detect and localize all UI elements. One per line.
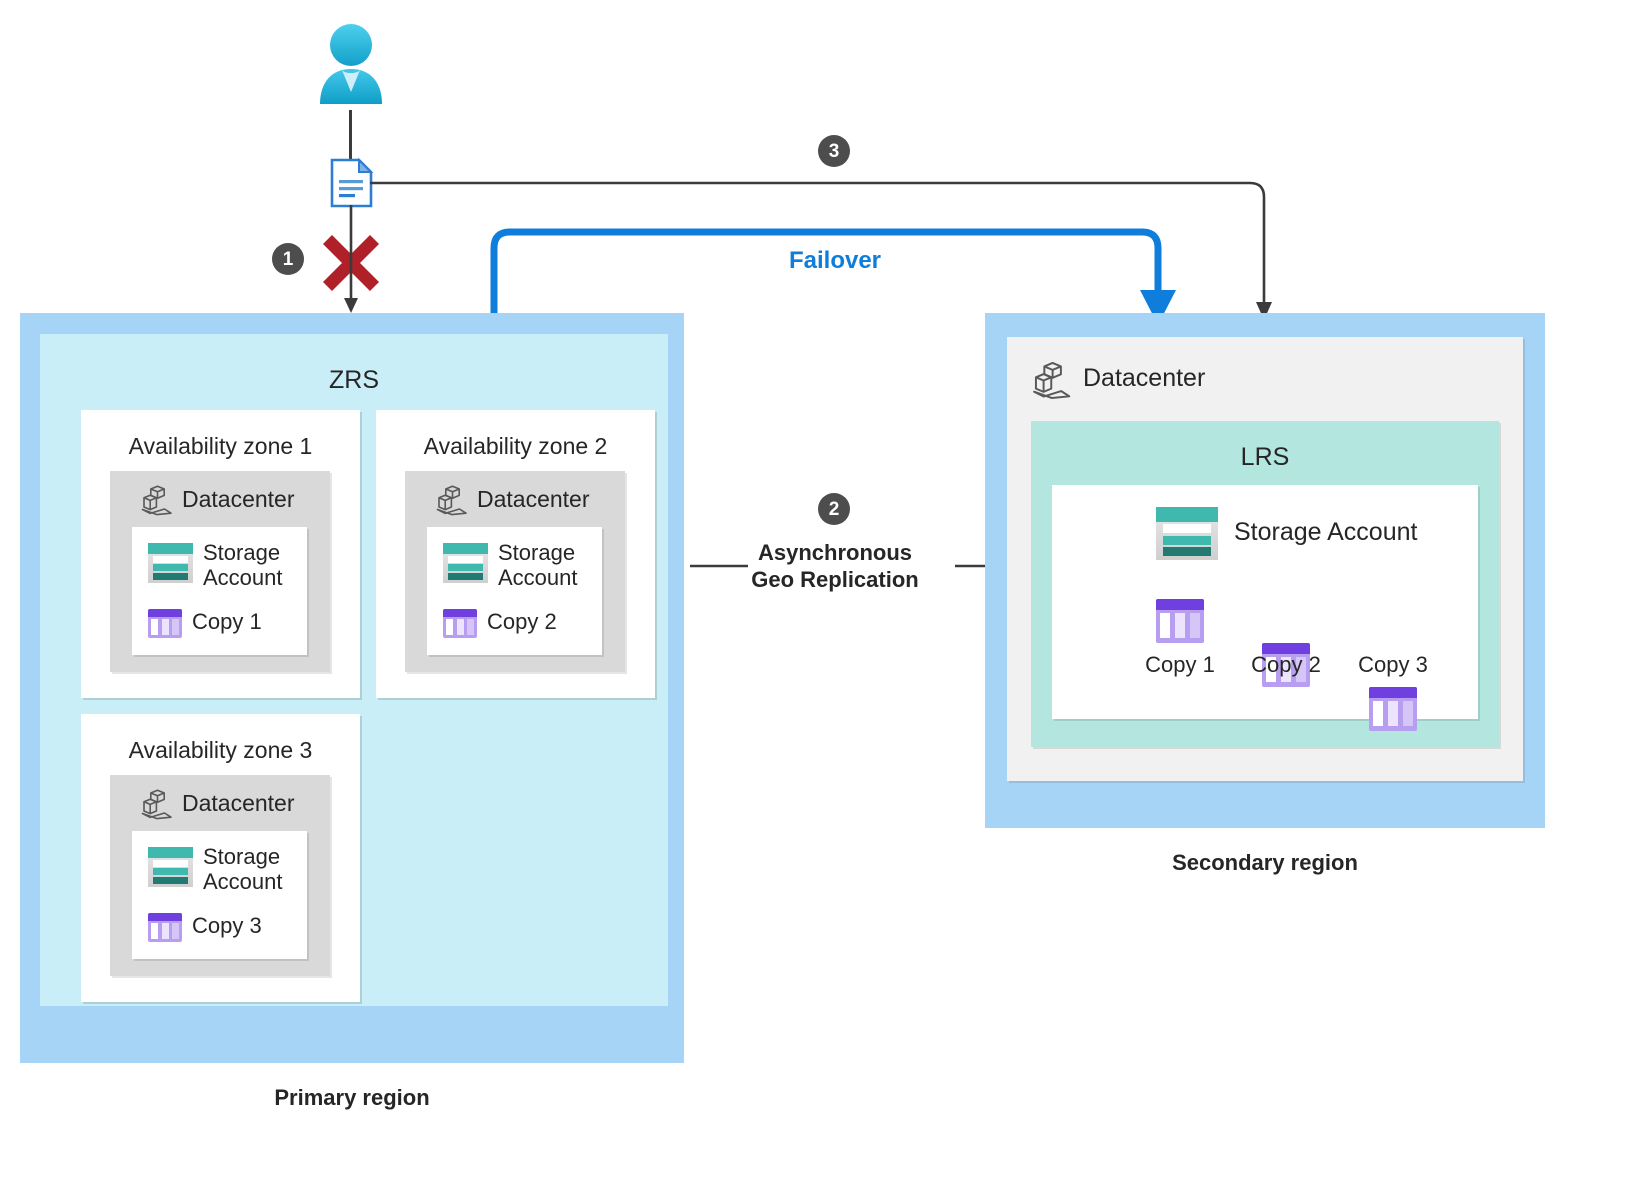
zone-3-datacenter-label: Datacenter [182, 790, 295, 816]
secondary-copy-1-label: Copy 1 [1145, 652, 1215, 677]
user-icon [316, 22, 386, 112]
availability-zone-3: Availability zone 3 [81, 714, 360, 1002]
document-icon [330, 157, 374, 208]
zone-1-datacenter-box: Datacenter Storage Account [110, 471, 330, 672]
zone-1-copy-label: Copy 1 [192, 609, 262, 634]
storage-account-icon [148, 847, 193, 887]
storage-account-icon [148, 543, 193, 583]
secondary-datacenter-label: Datacenter [1083, 364, 1206, 392]
availability-zone-2-title: Availability zone 2 [423, 433, 608, 459]
failover-label: Failover [788, 247, 882, 274]
datacenter-icon [140, 483, 174, 517]
zone-2-copy-label: Copy 2 [487, 609, 557, 634]
zone-1-storage-box: Storage Account Copy 1 [132, 527, 307, 655]
secondary-region-caption: Secondary region [1172, 850, 1358, 875]
document-to-primary-line [342, 205, 360, 313]
copy-icon [1262, 643, 1310, 687]
zone-2-storage-box: Storage Account Copy 2 [427, 527, 602, 655]
step3-redirect-arrow [370, 150, 1272, 325]
primary-region-container: ZRS Availability zone 1 [20, 313, 684, 1063]
step-badge-2-number: 2 [828, 498, 840, 520]
zrs-container: ZRS Availability zone 1 [40, 334, 668, 1006]
zrs-title: ZRS [329, 366, 379, 394]
zone-2-datacenter-label: Datacenter [477, 486, 590, 512]
availability-zone-1: Availability zone 1 [81, 410, 360, 698]
zone-3-storage-box: Storage Account Copy 3 [132, 831, 307, 959]
copy-icon [1369, 687, 1417, 731]
availability-zone-1-title: Availability zone 1 [128, 433, 313, 459]
zone-1-datacenter-label: Datacenter [182, 486, 295, 512]
secondary-region-container: Datacenter LRS Storage Account [985, 313, 1545, 828]
failover-arrow [488, 222, 1178, 332]
availability-zone-3-title: Availability zone 3 [128, 737, 313, 763]
storage-account-icon [443, 543, 488, 583]
datacenter-icon [435, 483, 469, 517]
storage-account-icon [1156, 507, 1218, 560]
secondary-storage-account-label: Storage Account [1234, 518, 1418, 546]
secondary-copy-3-label: Copy 3 [1358, 652, 1428, 677]
copy-icon [443, 609, 477, 638]
zone-2-storage-account-label: Storage Account [498, 540, 578, 590]
step-badge-2: 2 [818, 493, 850, 525]
zone-1-storage-account-label: Storage Account [203, 540, 283, 590]
zone-3-datacenter-box: Datacenter Storage Account [110, 775, 330, 976]
step-badge-3: 3 [818, 135, 850, 167]
geo-replication-line-left [690, 563, 748, 569]
copy-icon [1156, 599, 1204, 643]
zone-3-copy-label: Copy 3 [192, 913, 262, 938]
step-badge-3-number: 3 [828, 140, 840, 162]
secondary-datacenter-box: Datacenter LRS Storage Account [1007, 337, 1523, 781]
datacenter-icon [140, 787, 174, 821]
secondary-storage-panel: Storage Account Copy 1 [1052, 485, 1478, 731]
availability-zone-2: Availability zone 2 [376, 410, 655, 698]
datacenter-icon [1031, 359, 1073, 401]
copy-icon [148, 609, 182, 638]
lrs-container: LRS Storage Account [1031, 421, 1499, 747]
geo-replication-label: Asynchronous Geo Replication [751, 540, 919, 592]
secondary-copy-2-label: Copy 2 [1251, 652, 1321, 677]
user-to-document-line [349, 110, 352, 162]
step-badge-1-number: 1 [282, 248, 294, 270]
zone-3-storage-account-label: Storage Account [203, 844, 283, 894]
primary-region-caption: Primary region [274, 1085, 430, 1110]
zone-2-datacenter-box: Datacenter Storage Account [405, 471, 625, 672]
step-badge-1: 1 [272, 243, 304, 275]
copy-icon [148, 913, 182, 942]
lrs-title: LRS [1240, 443, 1290, 471]
